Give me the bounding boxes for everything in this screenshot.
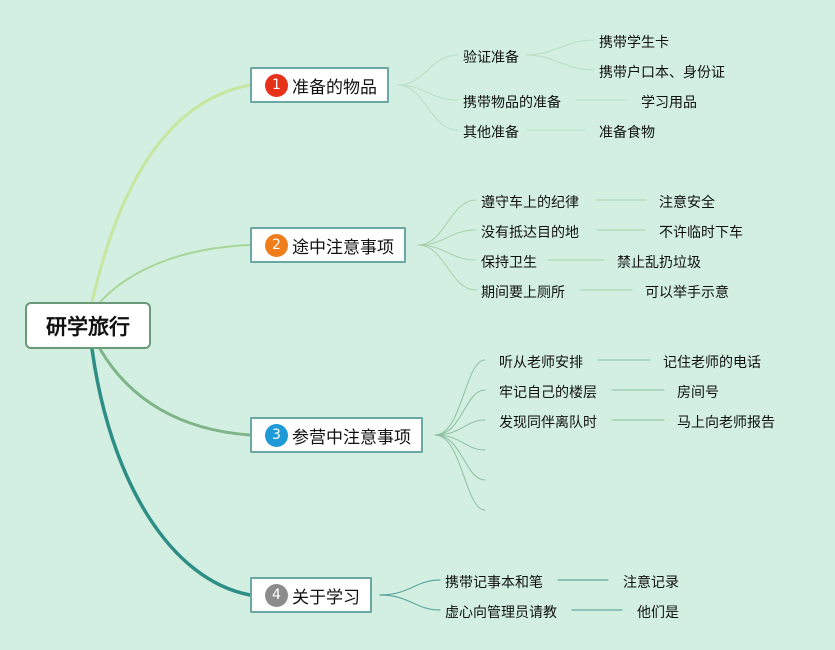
subtopic-2-2[interactable]: 没有抵达目的地 [481,225,579,241]
root-topic-label: 研学旅行 [46,314,130,339]
branch1-detail-connector-2 [525,54,595,71]
subtopic-1-1[interactable]: 验证准备 [463,50,519,66]
number-badge-3: 3 [265,423,288,447]
branch-topic-1[interactable]: 1 准备的物品 [250,67,389,103]
branch3-subtopic-connector-6 [434,434,486,511]
subtopic-2-4[interactable]: 期间要上厕所 [481,285,565,301]
detail-4-2-1[interactable]: 他们是 [637,605,679,621]
branch3-subtopic-connector-1 [434,359,486,436]
subtopic-1-3[interactable]: 其他准备 [463,125,519,141]
root-branch-connector-1 [90,83,252,304]
subtopic-2-1[interactable]: 遵守车上的纪律 [481,195,579,211]
detail-2-3-1[interactable]: 禁止乱扔垃圾 [617,255,701,271]
branch-topic-2-label: 途中注意事项 [292,237,394,258]
branch4-subtopic-connector-2 [379,594,441,611]
subtopic-3-1[interactable]: 听从老师安排 [499,355,583,371]
detail-2-4-1[interactable]: 可以举手示意 [645,285,729,301]
subtopic-4-2[interactable]: 虚心向管理员请教 [445,605,557,621]
branch-topic-3[interactable]: 3 参营中注意事项 [250,417,423,453]
branch2-subtopic-connector-2 [417,229,477,246]
subtopic-3-2[interactable]: 牢记自己的楼层 [499,385,597,401]
root-branch-connector-3 [98,347,252,437]
branch3-subtopic-connector-3 [434,419,486,436]
detail-1-2-1[interactable]: 学习用品 [641,95,697,111]
branch3-subtopic-connector-5 [434,434,486,481]
detail-3-3-1[interactable]: 马上向老师报告 [677,415,775,431]
branch1-subtopic-connector-3 [397,84,459,131]
root-branch-connector-4 [90,347,252,597]
subtopic-3-3[interactable]: 发现同伴离队时 [499,415,597,431]
branch2-subtopic-connector-4 [417,244,477,291]
subtopic-2-3[interactable]: 保持卫生 [481,255,537,271]
branch1-detail-connector-1 [525,39,595,56]
branch4-subtopic-connector-1 [379,579,441,596]
detail-2-1-1[interactable]: 注意安全 [659,195,715,211]
branch-topic-2[interactable]: 2 途中注意事项 [250,227,406,263]
detail-3-2-1[interactable]: 房间号 [677,385,719,401]
detail-3-1-1[interactable]: 记住老师的电话 [663,355,761,371]
subtopic-4-1[interactable]: 携带记事本和笔 [445,575,543,591]
branch2-subtopic-connector-3 [417,244,477,261]
root-branch-connector-2 [99,244,251,303]
number-badge-2: 2 [265,233,288,257]
branch-topic-1-label: 准备的物品 [292,77,377,98]
branch3-subtopic-connector-2 [434,389,486,436]
branch-topic-3-label: 参营中注意事项 [292,427,411,448]
branch-topic-4[interactable]: 4 关于学习 [250,577,372,613]
number-badge-4: 4 [265,583,288,607]
detail-1-1-2[interactable]: 携带户口本、身份证 [599,65,725,81]
number-badge-1: 1 [265,73,288,97]
detail-4-1-1[interactable]: 注意记录 [623,575,679,591]
branch-topic-4-label: 关于学习 [292,587,360,608]
root-topic[interactable]: 研学旅行 [25,302,151,349]
branch2-subtopic-connector-1 [417,199,477,246]
branch1-subtopic-connector-2 [397,84,459,101]
subtopic-1-2[interactable]: 携带物品的准备 [463,95,561,111]
branch1-subtopic-connector-1 [397,54,459,86]
detail-1-1-1[interactable]: 携带学生卡 [599,35,669,51]
detail-1-3-1[interactable]: 准备食物 [599,125,655,141]
detail-2-2-1[interactable]: 不许临时下车 [659,225,743,241]
